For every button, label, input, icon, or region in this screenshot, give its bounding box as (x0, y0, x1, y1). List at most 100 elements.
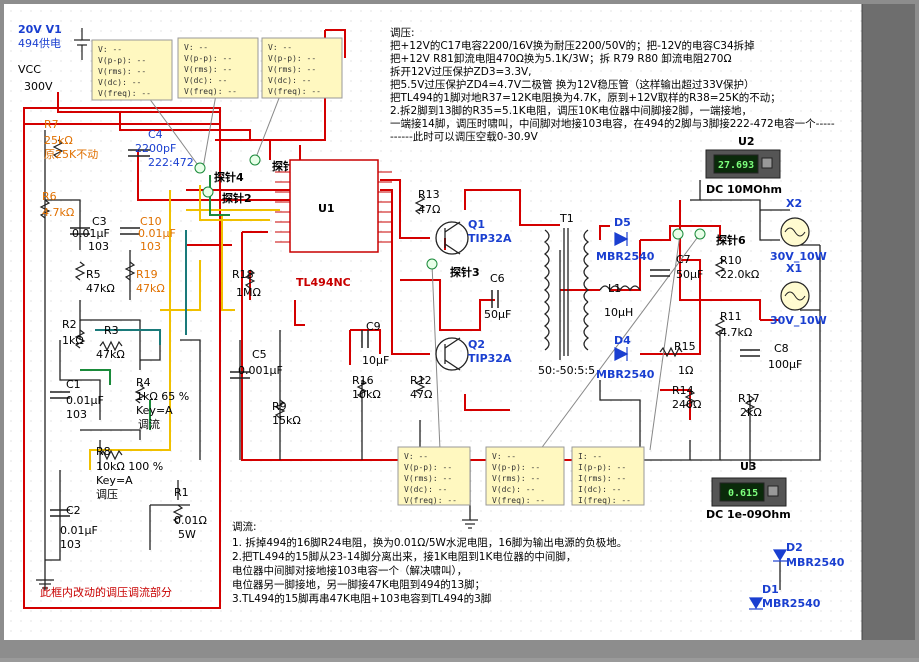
probe-readout-5[interactable]: V: -- V(p-p): -- V(rms): -- V(dc): -- V(… (485, 446, 565, 506)
probe-readout-4[interactable]: V: -- V(p-p): -- V(rms): -- V(dc): -- V(… (397, 446, 471, 506)
note-line: 3.TL494的15脚再串47K电阻+103电容到TL494的3脚 (232, 592, 491, 605)
probe-line: V(rms): -- (184, 65, 232, 74)
label-r16: R16 (352, 374, 374, 387)
canvas-grid (4, 4, 862, 640)
meter-u2[interactable]: 27.693 U2 DC 10MOhm (705, 135, 782, 196)
note-line: 2.把TL494的15脚从23-14脚分离出来，接1K电阻到1K电位器的中间脚， (232, 550, 576, 563)
probe-readout-1[interactable]: V: -- V(p-p): -- V(rms): -- V(dc): -- V(… (91, 39, 173, 101)
label-d1-part: MBR2540 (762, 597, 821, 610)
label-r19-value: 47kΩ (136, 282, 165, 295)
meter-u3-name: U3 (740, 460, 757, 473)
resistor-symbols (39, 139, 756, 524)
capacitor-symbols (50, 149, 760, 517)
probe-label: 探针2 (222, 191, 252, 205)
probe-line: V(p-p): -- (492, 463, 540, 472)
probe-line: I(dc): -- (578, 485, 621, 494)
probe-line: V(dc): -- (268, 76, 311, 85)
label-x2-value: 30V_10W (770, 250, 827, 263)
label-c3-note: 103 (88, 240, 109, 253)
v1-label: 20V V1 (18, 23, 62, 36)
probe-line: V(freq): -- (184, 87, 237, 96)
label-r12-value: 47Ω (410, 388, 432, 401)
probe-marker[interactable] (426, 258, 438, 270)
label-r6: R6 (42, 190, 57, 203)
label-r4: R4 (136, 376, 151, 389)
meter-u3-mode: DC 1e-09Ohm (706, 508, 791, 521)
probe-line: V(p-p): -- (404, 463, 452, 472)
label-r18: R18 (232, 268, 254, 281)
label-c4-note: 222:472 (148, 156, 194, 169)
label-r8: R8 (96, 445, 111, 458)
label-c2-note: 103 (60, 538, 81, 551)
probe-marker[interactable] (249, 154, 261, 166)
label-c8-value: 100µF (768, 358, 802, 371)
label-x1: X1 (786, 262, 802, 275)
label-d2-part: MBR2540 (786, 556, 845, 569)
label-c7-value: 50µF (676, 268, 703, 281)
note-line: 把TL494的1脚对地R37=12K电阻换为4.7K，原到+12V取样的R38=… (390, 91, 781, 104)
label-c5-value: 0.001µF (238, 364, 283, 377)
label-r3: R3 (104, 324, 119, 337)
meter-u2-display: 27.693 (718, 160, 754, 171)
probe-line: V(freq): -- (492, 496, 545, 505)
ic-tl494[interactable]: U1 TL494NC (275, 159, 392, 289)
diode-symbols (614, 232, 788, 610)
meter-u3-display: 0.615 (728, 488, 758, 499)
meter-u3[interactable]: 0.615 U3 DC 1e-09Ohm (706, 460, 791, 521)
label-d4-part: MBR2540 (596, 368, 655, 381)
label-c8: C8 (774, 342, 789, 355)
probe-line: I(rms): -- (578, 474, 626, 483)
label-r13: R13 (418, 188, 440, 201)
probe-line: V(dc): -- (492, 485, 535, 494)
label-d4: D4 (614, 334, 631, 347)
label-r11: R11 (720, 310, 742, 323)
label-r5-value: 47kΩ (86, 282, 115, 295)
box-caption: 此框内改动的调压调流部分 (40, 585, 172, 599)
label-x2: X2 (786, 197, 802, 210)
probe-line: V(rms): -- (404, 474, 452, 483)
probe-marker[interactable] (194, 162, 206, 174)
note-line: 调压: (390, 27, 415, 39)
probe-line: I(p-p): -- (578, 463, 626, 472)
probe-readout-2[interactable]: V: -- V(p-p): -- V(rms): -- V(dc): -- V(… (177, 37, 259, 99)
probe-marker[interactable] (694, 228, 706, 240)
label-c3: C3 (92, 215, 107, 228)
label-r4-note: 调流 (138, 417, 160, 431)
label-r8-key: Key=A (96, 474, 133, 487)
wires-yellow (89, 185, 280, 470)
v1-desc: 494供电 (18, 36, 61, 50)
probe-marker[interactable] (202, 186, 214, 198)
vcc-label: VCC (18, 63, 41, 76)
probe-line: V(p-p): -- (184, 54, 232, 63)
probe-line: I: -- (578, 452, 602, 461)
battery-symbol (74, 28, 90, 60)
probe-readout-6[interactable]: I: -- I(p-p): -- I(rms): -- I(dc): -- I(… (571, 446, 645, 506)
label-c1-value: 0.01µF (66, 394, 104, 407)
probe-line: V(freq): -- (98, 89, 151, 98)
label-r5: R5 (86, 268, 101, 281)
label-r14: R14 (672, 384, 694, 397)
label-c6: C6 (490, 272, 505, 285)
vcc-value: 300V (24, 80, 53, 93)
probe-marker[interactable] (672, 228, 684, 240)
note-line: 把+12V R81卸流电阻470Ω换为5.1K/3W；拆 R79 R80 卸流电… (390, 52, 731, 65)
ic-part: TL494NC (296, 276, 351, 289)
label-r14-value: 240Ω (672, 398, 701, 411)
note-line: 2.拆2脚到13脚的R35=5.1K电阻，调压10K电位器中间脚接2脚，一端接地… (390, 104, 752, 117)
label-r18-value: 1MΩ (236, 286, 261, 299)
ic-name: U1 (318, 202, 335, 215)
probe-line: I(freq): -- (578, 496, 631, 505)
label-r9: R9 (272, 400, 287, 413)
label-d2: D2 (786, 541, 803, 554)
probe-readout-3[interactable]: V: -- V(p-p): -- V(rms): -- V(dc): -- V(… (261, 37, 343, 99)
label-q1: Q1 (468, 218, 485, 231)
lamp-x1 (780, 281, 810, 311)
probe-markers (194, 154, 706, 270)
scroll-gutter[interactable] (862, 4, 915, 640)
label-d5-part: MBR2540 (596, 250, 655, 263)
label-c9: C9 (366, 320, 381, 333)
probe-line: V: -- (268, 43, 292, 52)
label-d5: D5 (614, 216, 631, 229)
probe-line: V: -- (404, 452, 428, 461)
